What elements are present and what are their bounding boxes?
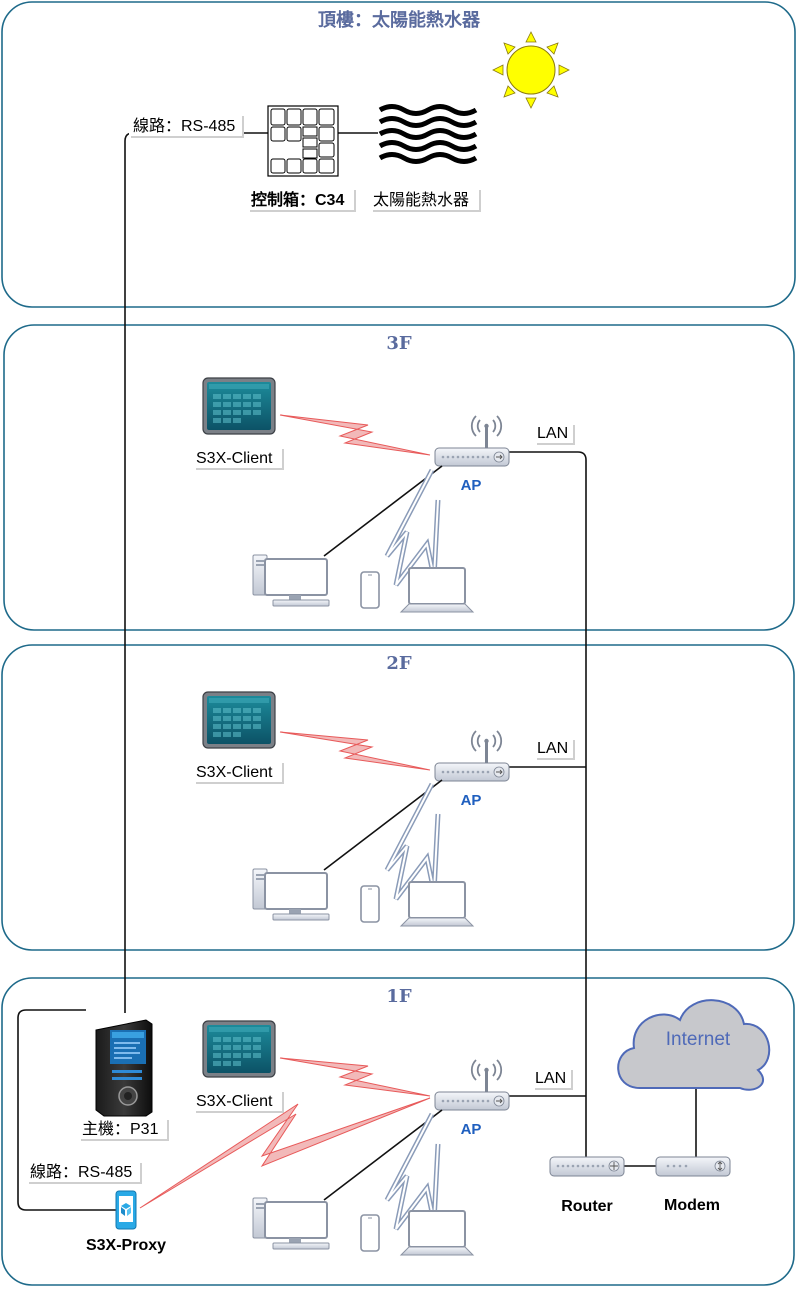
proxy-wireless-link [139, 1097, 431, 1209]
lan-label-1f: LAN [535, 1070, 566, 1087]
modem-icon [655, 1156, 731, 1177]
wireless-link-1f [279, 1057, 431, 1097]
floor-title-3f: 3F [386, 333, 412, 354]
lan-label-3f: LAN [537, 425, 568, 442]
smartphone-icon-2f [360, 885, 380, 923]
host-label: 主機：P31 [82, 1120, 159, 1138]
internet-cloud-icon [617, 999, 771, 1091]
modem-label: Modem [664, 1197, 720, 1214]
rooftop-line-label: 線路：RS-485 [133, 117, 235, 135]
floor-2f-panel [1, 644, 795, 951]
host-p31-icon [95, 1019, 153, 1117]
ap-label-3f: AP [461, 477, 482, 494]
lan-riser-line [505, 451, 587, 1160]
s3x-client-label-2f: S3X-Client [196, 764, 273, 781]
smartphone-icon-1f [360, 1214, 380, 1252]
s3x-client-icon-3f [202, 377, 276, 435]
internet-label: Internet [666, 1029, 731, 1050]
heater-label: 太陽能熱水器 [373, 191, 469, 209]
wireless-link-3f [279, 414, 431, 456]
lan-label-2f: LAN [537, 740, 568, 757]
floor-title-2f: 2F [386, 653, 412, 674]
sun-icon [492, 31, 570, 109]
floor-3f-panel [3, 324, 795, 631]
control-box-label: 控制箱：C34 [251, 190, 344, 209]
rs485-proxy-line [17, 1009, 116, 1211]
router-label: Router [561, 1198, 613, 1215]
router-icon [549, 1156, 625, 1177]
ap-label-1f: AP [461, 1121, 482, 1138]
ap-pc-link-1f [323, 1109, 443, 1201]
s3x-client-label-3f: S3X-Client [196, 450, 273, 467]
water-heater-icon [378, 104, 478, 164]
laptop-icon-2f [400, 881, 474, 927]
floor-1f-panel [1, 977, 795, 1286]
s3x-proxy-icon [115, 1190, 137, 1230]
laptop-icon-3f [400, 567, 474, 613]
ap-label-2f: AP [461, 792, 482, 809]
laptop-icon-1f [400, 1210, 474, 1256]
control-box-icon [267, 105, 339, 177]
ap-pc-link-2f [323, 779, 443, 871]
s3x-client-icon-2f [202, 691, 276, 749]
ap-pc-link-3f [323, 465, 443, 557]
wireless-link-2f [279, 731, 431, 771]
smartphone-icon-3f [360, 571, 380, 609]
ground-line-label: 線路：RS-485 [30, 1163, 132, 1181]
s3x-client-label-1f: S3X-Client [196, 1093, 273, 1110]
rooftop-title: 頂樓：太陽能熱水器 [318, 9, 481, 31]
s3x-client-icon-1f [202, 1020, 276, 1078]
proxy-label: S3X-Proxy [86, 1237, 166, 1254]
floor-title-1f: 1F [386, 986, 412, 1007]
